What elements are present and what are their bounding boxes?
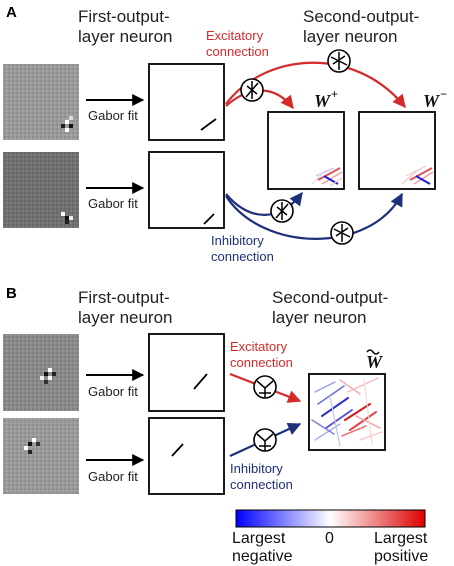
colorbar-right-line1: Largest bbox=[374, 530, 428, 547]
panel-b-second-heading-line1: Second-output- bbox=[272, 288, 388, 307]
panel-b-second-heading-line2: layer neuron bbox=[272, 308, 367, 327]
gabor-fit-label-b1: Gabor fit bbox=[88, 384, 138, 399]
panel-a-first-heading-line2: layer neuron bbox=[78, 27, 173, 46]
gabor-fit-line-b1 bbox=[193, 373, 208, 390]
w-plus-label: W bbox=[314, 91, 332, 111]
w-plus-weights bbox=[311, 167, 343, 187]
gabor-fit-label-a1: Gabor fit bbox=[88, 108, 138, 123]
gabor-fit-label-b2: Gabor fit bbox=[88, 469, 138, 484]
inhibitory-arrow-a-long bbox=[225, 192, 403, 240]
w-plus-box bbox=[267, 111, 345, 190]
colorbar-left-line2: negative bbox=[232, 548, 293, 565]
gabor-fit-box-a2 bbox=[148, 151, 225, 229]
synapse-icon-a3 bbox=[270, 199, 294, 223]
synapse-icon-b1 bbox=[253, 375, 277, 399]
excitatory-label-a-line2: connection bbox=[206, 44, 269, 59]
w-tilde-box bbox=[308, 373, 386, 451]
gabor-fit-line-b2 bbox=[171, 443, 184, 457]
panel-a-second-heading-line2: layer neuron bbox=[303, 27, 398, 46]
gabor-fit-label-a2: Gabor fit bbox=[88, 196, 138, 211]
w-minus-superscript: − bbox=[440, 87, 447, 101]
inhibitory-label-a-line2: connection bbox=[211, 249, 274, 264]
receptive-field-image-b1 bbox=[3, 334, 79, 411]
gabor-fit-box-a1 bbox=[148, 63, 225, 141]
panel-a-first-heading-line1: First-output- bbox=[78, 7, 170, 26]
w-minus-box bbox=[358, 111, 436, 190]
colorbar-gradient bbox=[235, 509, 426, 528]
excitatory-label-a-line1: Excitatory bbox=[206, 28, 264, 43]
panel-b: B First-output- layer neuron Second-outp… bbox=[3, 285, 388, 495]
w-tilde-mark bbox=[366, 349, 380, 355]
colorbar-center: 0 bbox=[325, 530, 334, 547]
colorbar-left-line1: Largest bbox=[232, 530, 286, 547]
w-tilde-label: W bbox=[366, 352, 384, 372]
panel-b-first-heading-line2: layer neuron bbox=[78, 308, 173, 327]
excitatory-label-b-line1: Excitatory bbox=[230, 339, 288, 354]
synapse-icon-a1 bbox=[327, 49, 351, 73]
panel-b-letter: B bbox=[6, 285, 17, 302]
receptive-field-image-b2 bbox=[3, 418, 79, 494]
synapse-icon-b2 bbox=[253, 428, 277, 452]
colorbar: Largest negative 0 Largest positive bbox=[232, 509, 428, 565]
panel-a-letter: A bbox=[6, 4, 17, 21]
colorbar-right-line2: positive bbox=[374, 548, 428, 565]
receptive-field-image-a1 bbox=[3, 64, 79, 140]
panel-a-second-heading-line1: Second-output- bbox=[303, 7, 419, 26]
excitatory-label-b-line2: connection bbox=[230, 355, 293, 370]
receptive-field-image-a2 bbox=[3, 152, 79, 228]
synapse-icon-a2 bbox=[240, 78, 264, 102]
inhibitory-arrow-a-short bbox=[225, 191, 303, 216]
gabor-fit-line-a2 bbox=[203, 213, 215, 225]
panel-a: A First-output- layer neuron Second-outp… bbox=[3, 4, 447, 264]
inhibitory-label-a-line1: Inhibitory bbox=[211, 233, 264, 248]
gabor-fit-line-a1 bbox=[200, 118, 217, 131]
w-minus-label: W bbox=[423, 91, 441, 111]
synapse-icon-a4 bbox=[330, 221, 354, 245]
w-minus-weights bbox=[401, 165, 434, 185]
panel-b-first-heading-line1: First-output- bbox=[78, 288, 170, 307]
w-tilde-weights bbox=[311, 377, 383, 447]
inhibitory-label-b-line2: connection bbox=[230, 477, 293, 492]
inhibitory-label-b-line1: Inhibitory bbox=[230, 461, 283, 476]
w-plus-superscript: + bbox=[331, 87, 338, 101]
gabor-fit-box-b1 bbox=[148, 333, 225, 412]
gabor-fit-box-b2 bbox=[148, 417, 225, 495]
